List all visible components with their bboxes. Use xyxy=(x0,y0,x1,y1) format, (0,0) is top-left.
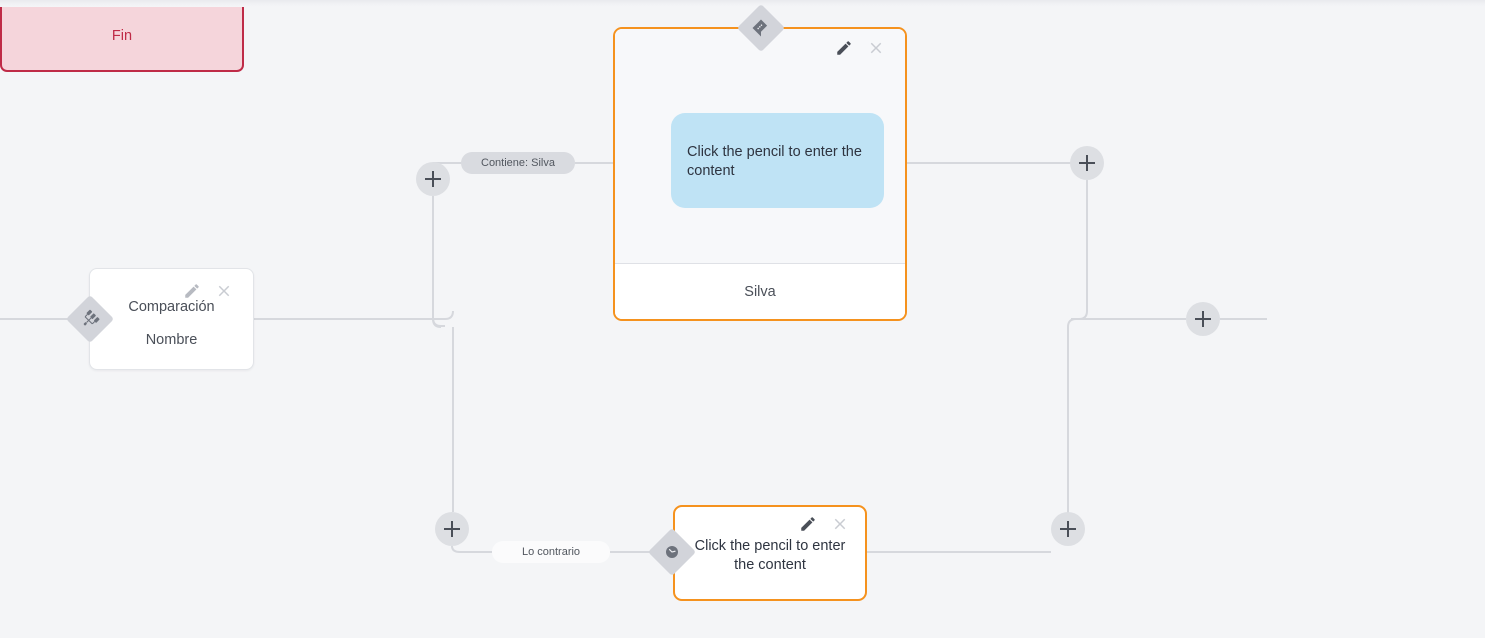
window-top-strip xyxy=(0,0,1485,7)
close-icon[interactable] xyxy=(831,515,849,533)
message-node-actions xyxy=(835,39,885,57)
message-node[interactable]: Click the pencil to enter the content Si… xyxy=(613,27,907,321)
add-node-top-right-button[interactable] xyxy=(1070,146,1104,180)
comparison-node-actions xyxy=(183,282,233,300)
comparison-node[interactable]: Comparación Nombre xyxy=(89,268,254,370)
edge-label-condition-true: Contiene: Silva xyxy=(461,152,575,174)
add-node-top-left-button[interactable] xyxy=(416,162,450,196)
message-node-body: Click the pencil to enter the content xyxy=(615,29,905,263)
comparison-node-subtitle: Nombre xyxy=(145,332,198,349)
pencil-icon[interactable] xyxy=(183,282,201,300)
branch-icon-wrap xyxy=(66,295,114,343)
message-node-footer: Silva xyxy=(615,263,905,319)
comparison-node-title: Comparación xyxy=(128,299,215,315)
close-icon[interactable] xyxy=(867,39,885,57)
delay-node-actions xyxy=(799,515,849,533)
message-icon xyxy=(752,19,768,37)
add-node-bottom-right-button[interactable] xyxy=(1051,512,1085,546)
delay-node-text: Click the pencil to enter the content xyxy=(694,538,846,573)
edge-label-condition-false: Lo contrario xyxy=(492,541,610,563)
pencil-icon[interactable] xyxy=(835,39,853,57)
delay-node[interactable]: Click the pencil to enter the content xyxy=(673,505,867,601)
message-bubble: Click the pencil to enter the content xyxy=(671,113,884,208)
clock-icon-wrap xyxy=(648,528,696,576)
add-node-before-end-button[interactable] xyxy=(1186,302,1220,336)
clock-icon xyxy=(666,546,678,558)
add-node-bottom-left-button[interactable] xyxy=(435,512,469,546)
close-icon[interactable] xyxy=(215,282,233,300)
branch-icon xyxy=(83,309,100,326)
message-icon-wrap xyxy=(737,4,785,52)
pencil-icon[interactable] xyxy=(799,515,817,533)
